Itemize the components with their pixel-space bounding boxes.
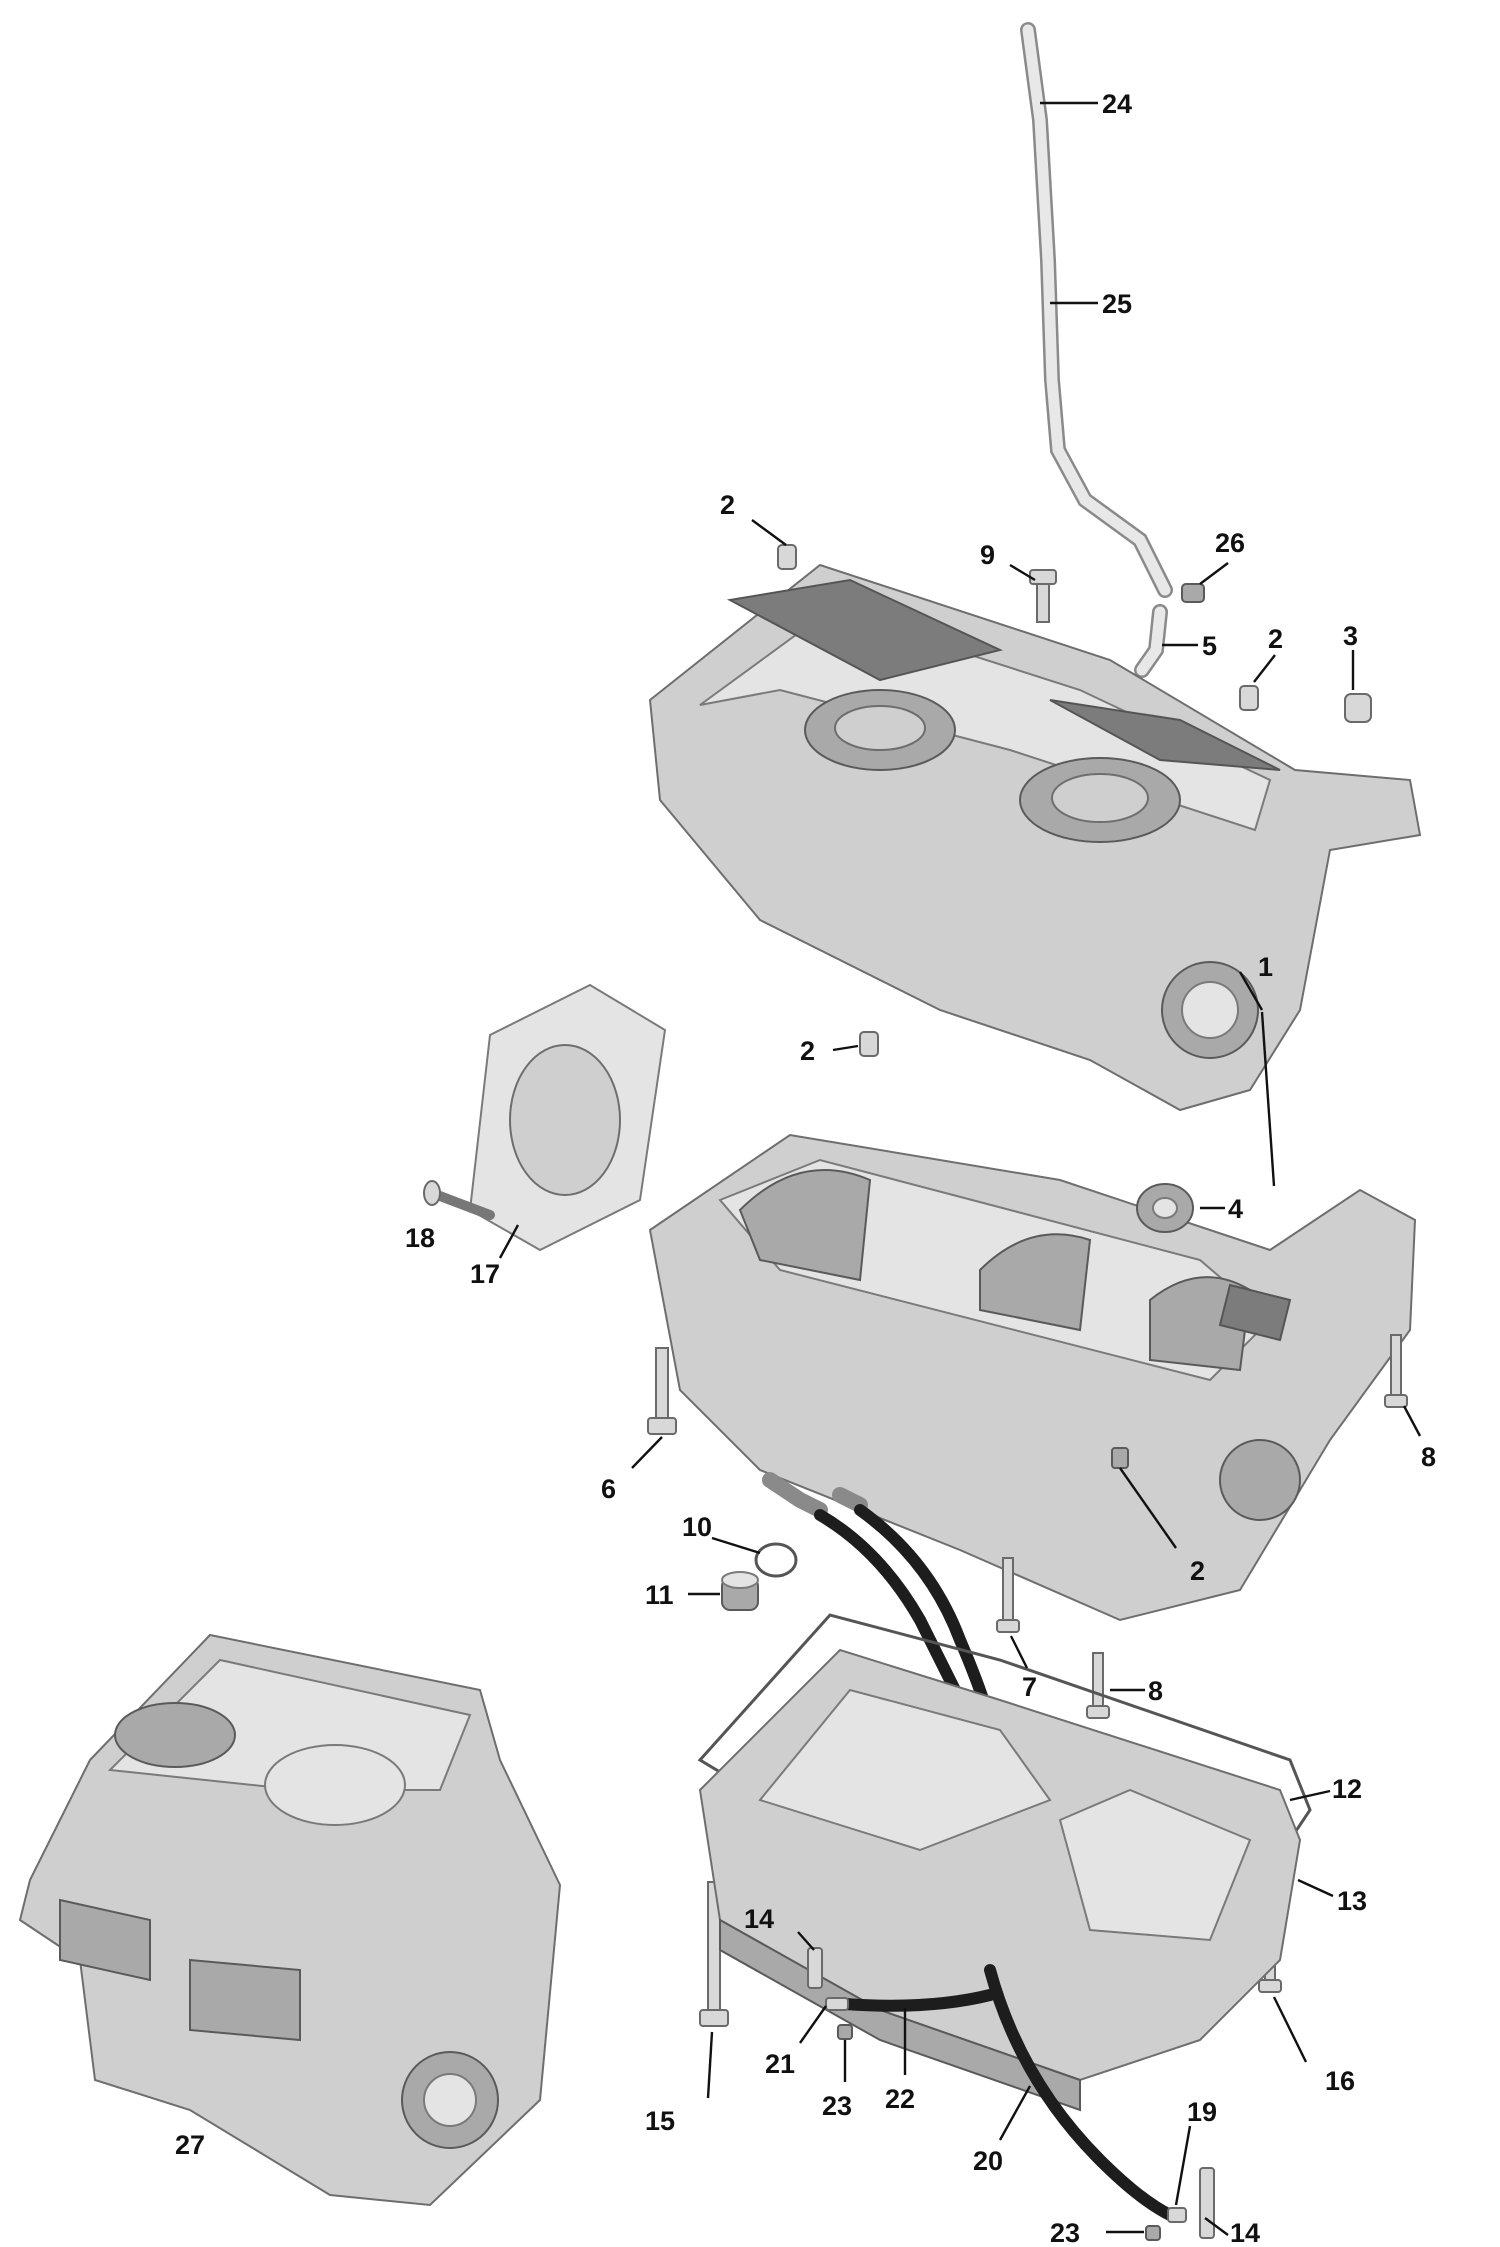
hose-22 xyxy=(839,1989,996,2012)
callout-2: 2 xyxy=(720,490,735,520)
fitting-21 xyxy=(825,1997,849,2011)
callout-8: 8 xyxy=(1148,1676,1163,1706)
washer-10 xyxy=(754,1542,798,1578)
callout-23: 23 xyxy=(822,2091,852,2121)
callout-3: 3 xyxy=(1343,621,1358,651)
cap-26 xyxy=(1181,583,1205,603)
gasket-17-hole xyxy=(509,1044,621,1196)
hose-20 xyxy=(984,1964,1176,2221)
callout-6: 6 xyxy=(601,1474,616,1504)
screw-15 xyxy=(699,1881,729,2027)
callout-14: 14 xyxy=(1230,2218,1260,2247)
dowel-2-right xyxy=(1239,685,1259,711)
fitting-14-right xyxy=(1199,2167,1215,2239)
callout-19: 19 xyxy=(1187,2097,1217,2127)
callout-20: 20 xyxy=(973,2146,1003,2176)
callout-8: 8 xyxy=(1421,1442,1436,1472)
callout-2: 2 xyxy=(1190,1556,1205,1586)
oil-base-13 xyxy=(698,1648,1302,2112)
callout-2: 2 xyxy=(1268,624,1283,654)
callout-24: 24 xyxy=(1102,89,1132,119)
callout-4: 4 xyxy=(1228,1194,1243,1224)
callout-23: 23 xyxy=(1050,2218,1080,2247)
clip-23-right xyxy=(1145,2225,1161,2241)
leader-lines xyxy=(498,101,1422,2236)
callout-1: 1 xyxy=(1258,952,1273,982)
callout-21: 21 xyxy=(765,2049,795,2079)
callout-labels: 24 25 2 9 26 5 2 3 1 2 4 18 17 8 6 2 10 … xyxy=(175,89,1436,2247)
dowel-2-lower xyxy=(1111,1447,1129,1469)
screw-6 xyxy=(647,1347,677,1435)
screw-8-lower xyxy=(1086,1652,1110,1719)
callout-5: 5 xyxy=(1202,631,1217,661)
screw-7 xyxy=(996,1557,1020,1633)
plug-11 xyxy=(721,1571,759,1611)
fitting-14-left xyxy=(807,1947,823,1989)
callout-13: 13 xyxy=(1337,1886,1367,1916)
clip-23-left xyxy=(837,2024,853,2040)
engine-assembly-27 xyxy=(18,1633,562,2207)
callout-25: 25 xyxy=(1102,289,1132,319)
screw-9 xyxy=(1029,569,1057,623)
callout-15: 15 xyxy=(645,2106,675,2136)
callout-16: 16 xyxy=(1325,2066,1355,2096)
screw-8-right xyxy=(1384,1334,1408,1408)
callout-10: 10 xyxy=(682,1512,712,1542)
fitting-19 xyxy=(1167,2207,1187,2223)
callout-27: 27 xyxy=(175,2130,205,2160)
callout-2: 2 xyxy=(800,1036,815,1066)
callout-22: 22 xyxy=(885,2084,915,2114)
callout-7: 7 xyxy=(1022,1672,1037,1702)
upper-crankcase xyxy=(648,563,1422,1112)
callout-17: 17 xyxy=(470,1259,500,1289)
dowel-2-mid xyxy=(859,1031,879,1057)
dowel-2-top xyxy=(777,544,797,570)
callout-26: 26 xyxy=(1215,528,1245,558)
callout-11: 11 xyxy=(645,1580,674,1610)
callout-9: 9 xyxy=(980,540,995,570)
callout-18: 18 xyxy=(405,1223,435,1253)
sleeve-3 xyxy=(1344,693,1372,723)
screw-18 xyxy=(423,1180,495,1220)
tube-elbow-5 xyxy=(1134,604,1168,678)
callout-14: 14 xyxy=(744,1904,774,1934)
oil-filler-tube xyxy=(1020,22,1173,598)
callout-12: 12 xyxy=(1332,1774,1362,1804)
